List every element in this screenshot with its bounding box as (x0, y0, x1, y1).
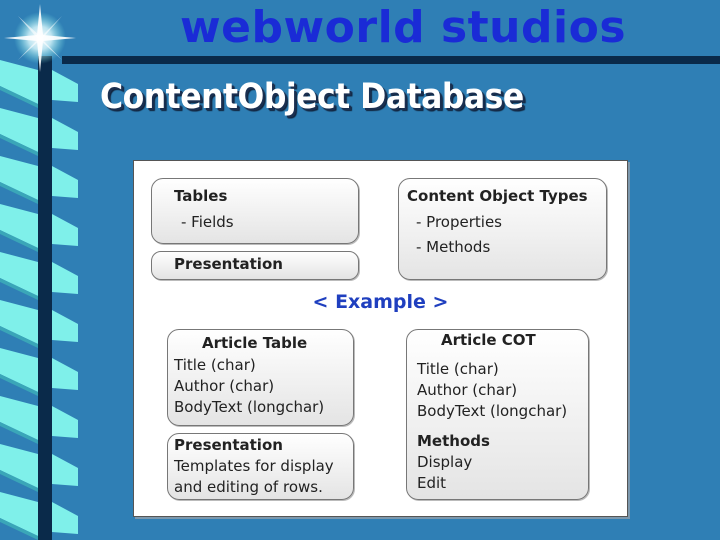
ribbon-wedge-left (0, 60, 38, 104)
article-table-panel (167, 329, 354, 426)
article-table-title: Article Table (202, 334, 308, 352)
ribbon-wedge-shade (0, 518, 38, 540)
ribbon-wedge-right (52, 502, 78, 534)
article-cot-method: Edit (417, 474, 447, 492)
presentation-example-title: Presentation (174, 436, 283, 454)
ribbon-wedge-right (52, 166, 78, 198)
ribbon-wedge-right (52, 214, 78, 246)
ribbon-wedge-shade (0, 470, 38, 492)
presentation-title: Presentation (174, 255, 283, 273)
ribbon-wedge-left (0, 204, 38, 248)
top-bar (62, 56, 720, 64)
ribbon-wedge-left (0, 396, 38, 440)
article-cot-field: BodyText (longchar) (417, 402, 568, 420)
article-table-field: Author (char) (174, 377, 275, 395)
article-table-field: BodyText (longchar) (174, 398, 325, 416)
article-cot-panel (406, 329, 589, 500)
cot-item-properties: - Properties (416, 213, 502, 231)
star-flare-icon (4, 4, 76, 72)
ribbon-wedge-shade (0, 374, 38, 396)
tables-title: Tables (174, 187, 228, 205)
article-table-field: Title (char) (174, 356, 256, 374)
ribbon-wedge-left (0, 444, 38, 488)
presentation-example-line: and editing of rows. (174, 478, 323, 496)
ribbon-wedge-shade (0, 326, 38, 348)
ribbon-wedge-shade (0, 230, 38, 252)
tables-panel (151, 178, 359, 244)
ribbon-wedge-shade (0, 134, 38, 156)
ribbon-wedge-right (52, 310, 78, 342)
diagram-figure: Tables - Fields Presentation Content Obj… (133, 160, 628, 517)
presentation-example-line: Templates for display (174, 457, 334, 475)
brand-logo-text: webworld studios (180, 2, 627, 53)
ribbon-wedge-left (0, 348, 38, 392)
ribbon-wedge-left (0, 252, 38, 296)
slide-title: ContentObject Database (100, 77, 524, 117)
ribbon-wedge-shade (0, 278, 38, 300)
article-cot-method: Display (417, 453, 473, 471)
ribbon-wedge-shade (0, 86, 38, 108)
left-bar (38, 56, 52, 540)
ribbon-wedges (0, 60, 78, 540)
cot-item-methods: - Methods (416, 238, 491, 256)
ribbon-wedge-right (52, 70, 78, 102)
ribbon-wedge-left (0, 300, 38, 344)
ribbon-wedge-right (52, 454, 78, 486)
ribbon-wedge-shade (0, 182, 38, 204)
ribbon-wedge-left (0, 492, 38, 536)
presentation-example-panel (167, 433, 354, 500)
ribbon-wedge-right (52, 118, 78, 150)
presentation-panel (151, 251, 359, 280)
ribbon-wedge-right (52, 406, 78, 438)
ribbon-wedge-left (0, 156, 38, 200)
cot-panel (398, 178, 607, 280)
ribbon-wedge-right (52, 358, 78, 390)
ribbon-wedge-left (0, 108, 38, 152)
article-cot-field: Author (char) (417, 381, 518, 399)
example-heading: < Example > (312, 291, 449, 313)
article-cot-methods-title: Methods (417, 432, 490, 450)
article-cot-field: Title (char) (417, 360, 499, 378)
article-cot-title: Article COT (441, 331, 536, 349)
ribbon-wedge-shade (0, 422, 38, 444)
ribbon-wedge-right (52, 262, 78, 294)
cot-title: Content Object Types (407, 187, 588, 205)
tables-item: - Fields (181, 213, 234, 231)
